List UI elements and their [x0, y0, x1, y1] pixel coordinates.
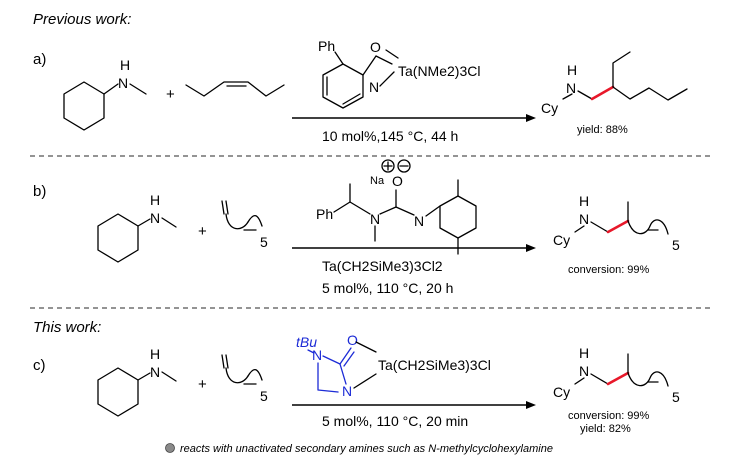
svg-text:H: H	[150, 192, 160, 208]
catalyst-c: tBu N O N Ta(CH2SiMe3)3Cl	[296, 332, 491, 399]
result-b: conversion: 99%	[568, 264, 650, 276]
svg-text:N: N	[150, 364, 160, 380]
svg-text:H: H	[150, 346, 160, 362]
plus-c: +	[198, 376, 207, 393]
svg-text:5: 5	[672, 237, 680, 253]
svg-text:tBu: tBu	[296, 334, 317, 350]
product-b: H N Cy 5	[553, 193, 680, 253]
conditions-c: 5 mol%, 110 °C, 20 min	[322, 413, 468, 429]
svg-text:N: N	[579, 211, 589, 227]
conditions-a: 10 mol%,145 °C, 44 h	[322, 128, 458, 144]
section-a-label: a)	[33, 51, 46, 68]
section-b-label: b)	[33, 183, 46, 200]
plus-a: +	[166, 86, 175, 103]
section-a-header: Previous work:	[33, 11, 131, 28]
svg-text:5: 5	[672, 389, 680, 405]
svg-text:Cy: Cy	[541, 100, 558, 116]
svg-text:N: N	[118, 75, 128, 91]
svg-text:N: N	[579, 363, 589, 379]
amine-c: N H	[97, 346, 177, 417]
svg-text:Ph: Ph	[318, 38, 335, 54]
svg-text:H: H	[579, 193, 589, 209]
conditions-b: 5 mol%, 110 °C, 20 h	[322, 280, 453, 296]
result-c-2: yield: 82%	[580, 423, 631, 435]
svg-text:H: H	[567, 62, 577, 78]
alkene-c: 5	[221, 354, 268, 404]
alkene-a	[185, 81, 285, 97]
svg-text:N: N	[566, 80, 576, 96]
svg-text:O: O	[370, 39, 381, 55]
svg-text:Ta(NMe2)3Cl: Ta(NMe2)3Cl	[398, 63, 480, 79]
svg-text:O: O	[347, 332, 358, 348]
svg-text:H: H	[120, 57, 130, 73]
svg-text:Ta(CH2SiMe3)3Cl: Ta(CH2SiMe3)3Cl	[378, 357, 491, 373]
svg-text:5: 5	[260, 388, 268, 404]
svg-text:Ph: Ph	[316, 206, 333, 222]
footnote: reacts with unactivated secondary amines…	[180, 443, 553, 455]
svg-text:N: N	[342, 383, 352, 399]
reagent-metal-b: Ta(CH2SiMe3)3Cl2	[322, 258, 443, 274]
svg-text:Na: Na	[370, 175, 385, 187]
product-c: H N Cy 5	[553, 345, 680, 405]
product-a: H N Cy	[541, 51, 688, 116]
svg-text:H: H	[579, 345, 589, 361]
plus-b: +	[198, 223, 207, 240]
result-c-1: conversion: 99%	[568, 410, 650, 422]
bullet-icon	[165, 443, 175, 453]
svg-text:Cy: Cy	[553, 232, 570, 248]
svg-text:Cy: Cy	[553, 384, 570, 400]
amine-b: N H	[97, 192, 177, 263]
svg-text:N: N	[370, 211, 380, 227]
result-a: yield: 88%	[577, 124, 628, 136]
section-c-label: c)	[33, 357, 46, 374]
svg-text:O: O	[392, 173, 403, 189]
section-c-header: This work:	[33, 319, 101, 336]
svg-text:N: N	[312, 347, 322, 363]
amine-a: N H	[63, 57, 147, 131]
catalyst-a: Ph O N Ta(NMe2)3Cl	[318, 38, 480, 109]
svg-text:5: 5	[260, 234, 268, 250]
svg-text:N: N	[150, 210, 160, 226]
catalyst-b: Na O N N Ph	[316, 159, 477, 255]
svg-text:N: N	[369, 79, 379, 95]
alkene-b: 5	[221, 200, 268, 250]
svg-text:N: N	[414, 213, 424, 229]
